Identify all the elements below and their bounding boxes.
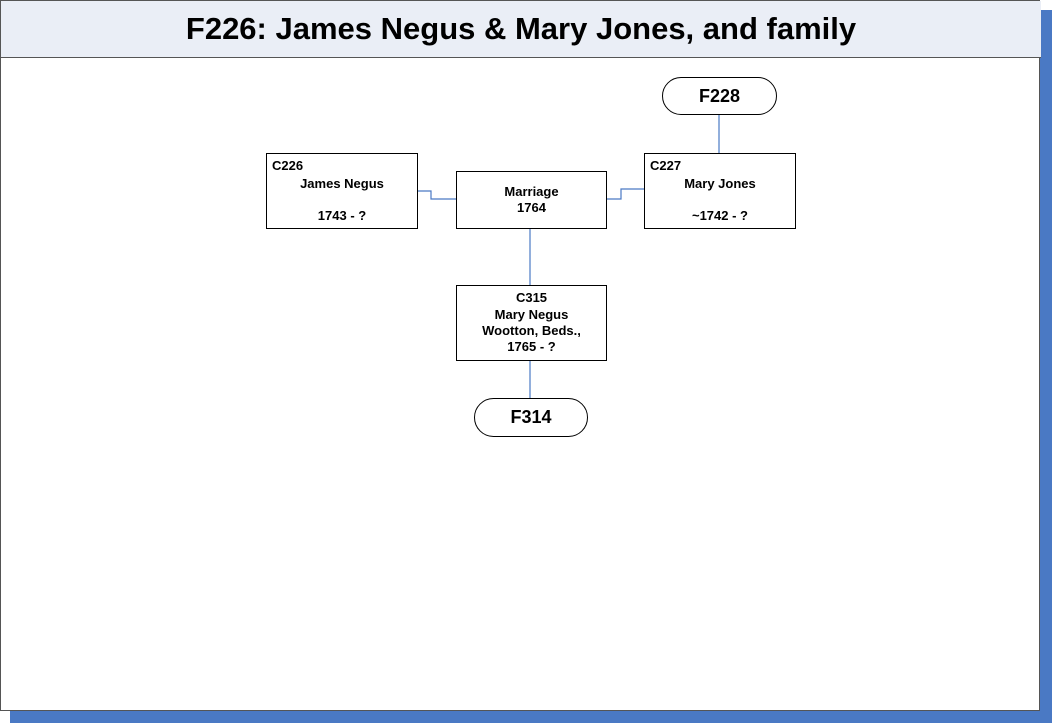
connector-lines: [417, 114, 720, 399]
person-place: Wootton, Beds.,: [482, 323, 581, 338]
connector-marriage-wife: [606, 188, 644, 200]
marriage-label: Marriage: [504, 184, 559, 199]
person-dates: 1743 - ?: [317, 208, 367, 223]
diagram-sheet: F226: James Negus & Mary Jones, and fami…: [0, 0, 1041, 711]
person-id: C315: [515, 290, 548, 305]
connector-husband-marriage: [417, 190, 456, 200]
person-box-child[interactable]: C315 Mary Negus Wootton, Beds., 1765 - ?: [456, 285, 607, 361]
person-dates: ~1742 - ?: [691, 208, 748, 223]
person-box-wife[interactable]: C227 Mary Jones ~1742 - ?: [644, 153, 796, 229]
page-title: F226: James Negus & Mary Jones, and fami…: [1, 1, 1041, 58]
marriage-year: 1764: [517, 200, 546, 215]
person-box-husband[interactable]: C226 James Negus 1743 - ?: [266, 153, 418, 229]
person-id: C226: [272, 158, 304, 173]
family-link-f314[interactable]: F314: [474, 398, 588, 437]
person-dates: 1765 - ?: [507, 339, 556, 354]
person-name: Mary Negus: [494, 307, 569, 322]
person-name: Mary Jones: [684, 176, 756, 191]
marriage-box[interactable]: Marriage 1764: [456, 171, 607, 229]
family-link-f228[interactable]: F228: [662, 77, 777, 115]
person-id: C227: [650, 158, 682, 173]
person-name: James Negus: [300, 176, 384, 191]
